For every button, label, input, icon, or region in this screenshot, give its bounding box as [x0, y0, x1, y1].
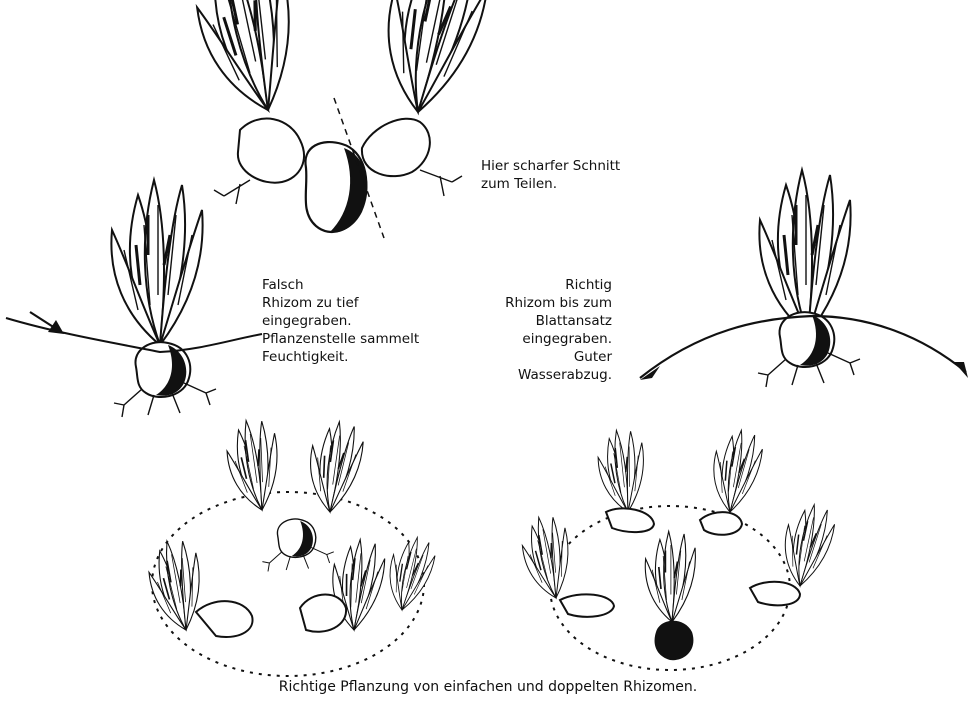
cut-note-line-1: Hier scharfer Schnitt	[481, 157, 620, 175]
double-rhizome-circle-drawing	[144, 417, 439, 676]
right-note-line-3: Blattansatz	[505, 312, 612, 330]
double-rhizome-drawing	[186, 0, 494, 238]
wrong-planting-drawing	[6, 180, 262, 417]
wrong-note: Falsch Rhizom zu tief eingegraben. Pflan…	[262, 276, 419, 366]
wrong-note-line-1: Falsch	[262, 276, 419, 294]
wrong-note-line-3: eingegraben.	[262, 312, 419, 330]
soil-line	[6, 318, 262, 352]
cut-note-line-2: zum Teilen.	[481, 175, 620, 193]
figure-caption: Richtige Pflanzung von einfachen und dop…	[0, 678, 976, 696]
right-note-line-1: Richtig	[505, 276, 612, 294]
wrong-note-line-2: Rhizom zu tief	[262, 294, 419, 312]
right-note: Richtig Rhizom bis zum Blattansatz einge…	[505, 276, 612, 384]
wrong-note-line-4: Pflanzenstelle sammelt	[262, 330, 419, 348]
right-note-line-2: Rhizom bis zum	[505, 294, 612, 312]
cut-note: Hier scharfer Schnitt zum Teilen.	[481, 157, 620, 193]
single-rhizome-circle-drawing	[518, 427, 838, 670]
right-note-line-4: eingegraben.	[505, 330, 612, 348]
right-note-line-6: Wasserabzug.	[505, 366, 612, 384]
wrong-note-line-5: Feuchtigkeit.	[262, 348, 419, 366]
correct-planting-drawing	[640, 170, 968, 387]
right-note-line-5: Guter	[505, 348, 612, 366]
